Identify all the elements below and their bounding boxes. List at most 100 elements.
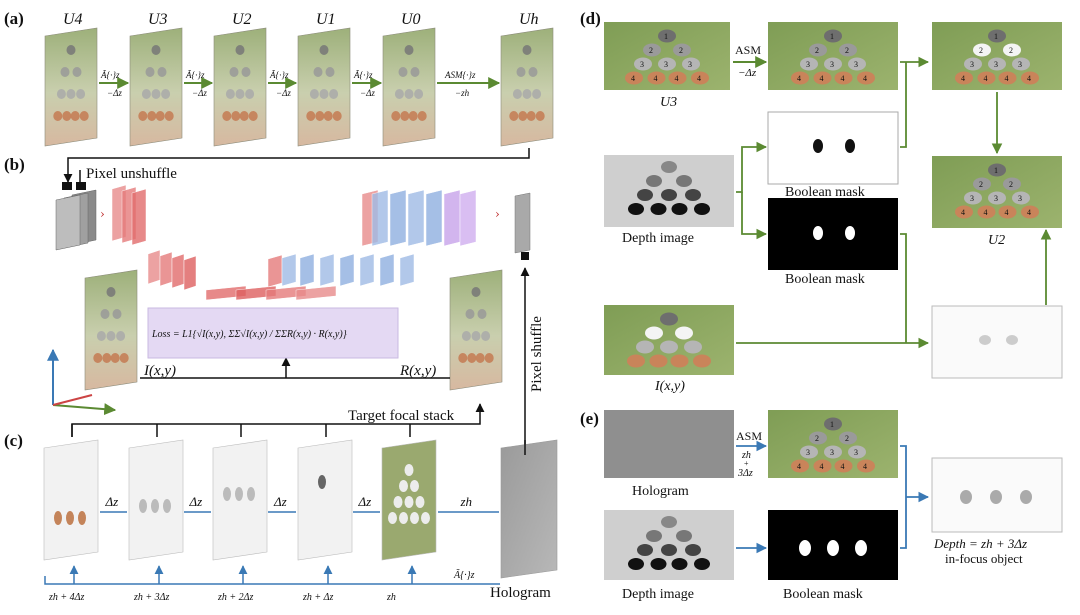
- dist-label-3: −Δz: [360, 88, 375, 98]
- bunny-mark: [458, 353, 468, 363]
- unet-block-5: [171, 253, 185, 289]
- bunny-digit: 2: [979, 180, 983, 189]
- bunny-mark: [848, 57, 866, 71]
- bunny-digit: 2: [845, 434, 849, 443]
- field-label-0: U4: [63, 11, 83, 28]
- bunny-mark: [955, 205, 973, 219]
- bunny-digit: 4: [820, 462, 824, 471]
- bunny-mark: [229, 67, 239, 77]
- bunny-mark: [66, 45, 76, 55]
- bunny-mark: [973, 43, 991, 57]
- bunny-digit: 2: [679, 46, 683, 55]
- bunny-mark: [477, 309, 487, 319]
- bunny-mark: [977, 205, 996, 219]
- bunny-digit: 4: [675, 74, 679, 83]
- bunny-mark: [693, 354, 711, 368]
- bunny-mark: [528, 67, 538, 77]
- bunny-digit: 3: [994, 194, 998, 203]
- unet-block-15: [339, 253, 355, 287]
- bunny-digit: 3: [806, 448, 810, 457]
- boolean-mask-white: [767, 111, 899, 185]
- unet-block-11: [267, 254, 283, 288]
- bunny-mark: [800, 445, 818, 459]
- bunny-mark: [100, 309, 110, 319]
- bunny-mark: [471, 331, 481, 341]
- bunny-mark: [461, 331, 471, 341]
- in-focus-bunny: [990, 490, 1002, 504]
- depth-bunny: [646, 175, 662, 187]
- bunny-mark: [800, 57, 818, 71]
- bunny-mark: [1003, 43, 1021, 57]
- asm-dist-d: −Δz: [738, 67, 757, 79]
- focal-stack-taps: [71, 424, 411, 437]
- slice-object: [151, 499, 159, 513]
- bunny-digit: 4: [654, 74, 658, 83]
- field-label-5: Uh: [519, 11, 539, 28]
- depth-bunny: [628, 558, 644, 570]
- intensity-label-d: I(x,y): [654, 379, 685, 394]
- depth-label-1: zh + 3Δz: [133, 592, 170, 603]
- focal-slice-3: [297, 439, 353, 561]
- bunny-mark: [404, 89, 414, 99]
- bunny-mark: [475, 353, 485, 363]
- unet-block-18: [399, 253, 415, 287]
- bunny-mark: [839, 43, 857, 57]
- bunny-mark: [467, 353, 477, 363]
- bunny-mark: [1003, 177, 1021, 191]
- bunny-mark: [332, 111, 342, 121]
- bunny-mark: [248, 111, 258, 121]
- slice-object: [66, 511, 74, 525]
- panel-c-label: (c): [4, 431, 23, 450]
- slice-object: [399, 512, 408, 524]
- bunny-mark: [964, 57, 982, 71]
- bunny-mark: [151, 89, 161, 99]
- bunny-mark: [164, 111, 174, 121]
- op-label-4: ASM{·}z: [444, 70, 476, 80]
- bunny-digit: 2: [979, 46, 983, 55]
- bunny-mark: [516, 67, 526, 77]
- bunny-mark: [241, 67, 251, 77]
- bunny-mark: [398, 67, 408, 77]
- bunny-mark: [658, 29, 676, 43]
- bunny-mark: [410, 67, 420, 77]
- depth-to-mask-2: [741, 192, 768, 240]
- mask-blob: [813, 226, 823, 240]
- bunny-digit: 3: [970, 60, 974, 69]
- panel-b-io-images: [84, 269, 503, 391]
- depth-bunny: [671, 558, 688, 570]
- loss-formula: Loss = L1{√I(x,y), ΣΣ√I(x,y) / ΣΣR(x,y) …: [151, 329, 347, 340]
- bunny-mark: [313, 67, 323, 77]
- bunny-mark: [309, 89, 319, 99]
- boolean-mask-label-2: Boolean mask: [785, 272, 865, 287]
- depth-bunny: [661, 161, 677, 173]
- bunny-mark: [824, 445, 842, 459]
- bunny-digit: 4: [820, 74, 824, 83]
- panel-e-label: (e): [580, 409, 599, 428]
- u3-label: U3: [660, 95, 677, 110]
- prop-operator: Ã{·}z: [453, 569, 475, 581]
- bunny-mark: [988, 29, 1006, 43]
- bunny-digit: 4: [984, 208, 988, 217]
- depth-label-3: zh + Δz: [302, 592, 334, 603]
- bunny-mark: [625, 71, 643, 85]
- bunny-digit: 4: [863, 462, 867, 471]
- axes-icon: [47, 348, 117, 416]
- unet-blocks: [111, 184, 477, 301]
- dist-label-0: −Δz: [107, 88, 122, 98]
- mask-blob: [799, 540, 811, 556]
- asm-dist-bottom-e: 3Δz: [737, 468, 753, 479]
- bunny-mark: [62, 111, 72, 121]
- slice-object: [410, 512, 419, 524]
- bunny-mark: [225, 89, 235, 99]
- bunny-digit: 3: [970, 194, 974, 203]
- asm-dist-plus-e: +: [744, 459, 749, 468]
- asm-dist-top-e: zh: [741, 450, 751, 461]
- bunny-mark: [791, 71, 809, 85]
- slice-object: [78, 511, 86, 525]
- in-focus-bunny: [1020, 490, 1032, 504]
- bunny-mark: [408, 111, 418, 121]
- bunny-mark: [155, 111, 165, 121]
- masked-result: [931, 305, 1063, 379]
